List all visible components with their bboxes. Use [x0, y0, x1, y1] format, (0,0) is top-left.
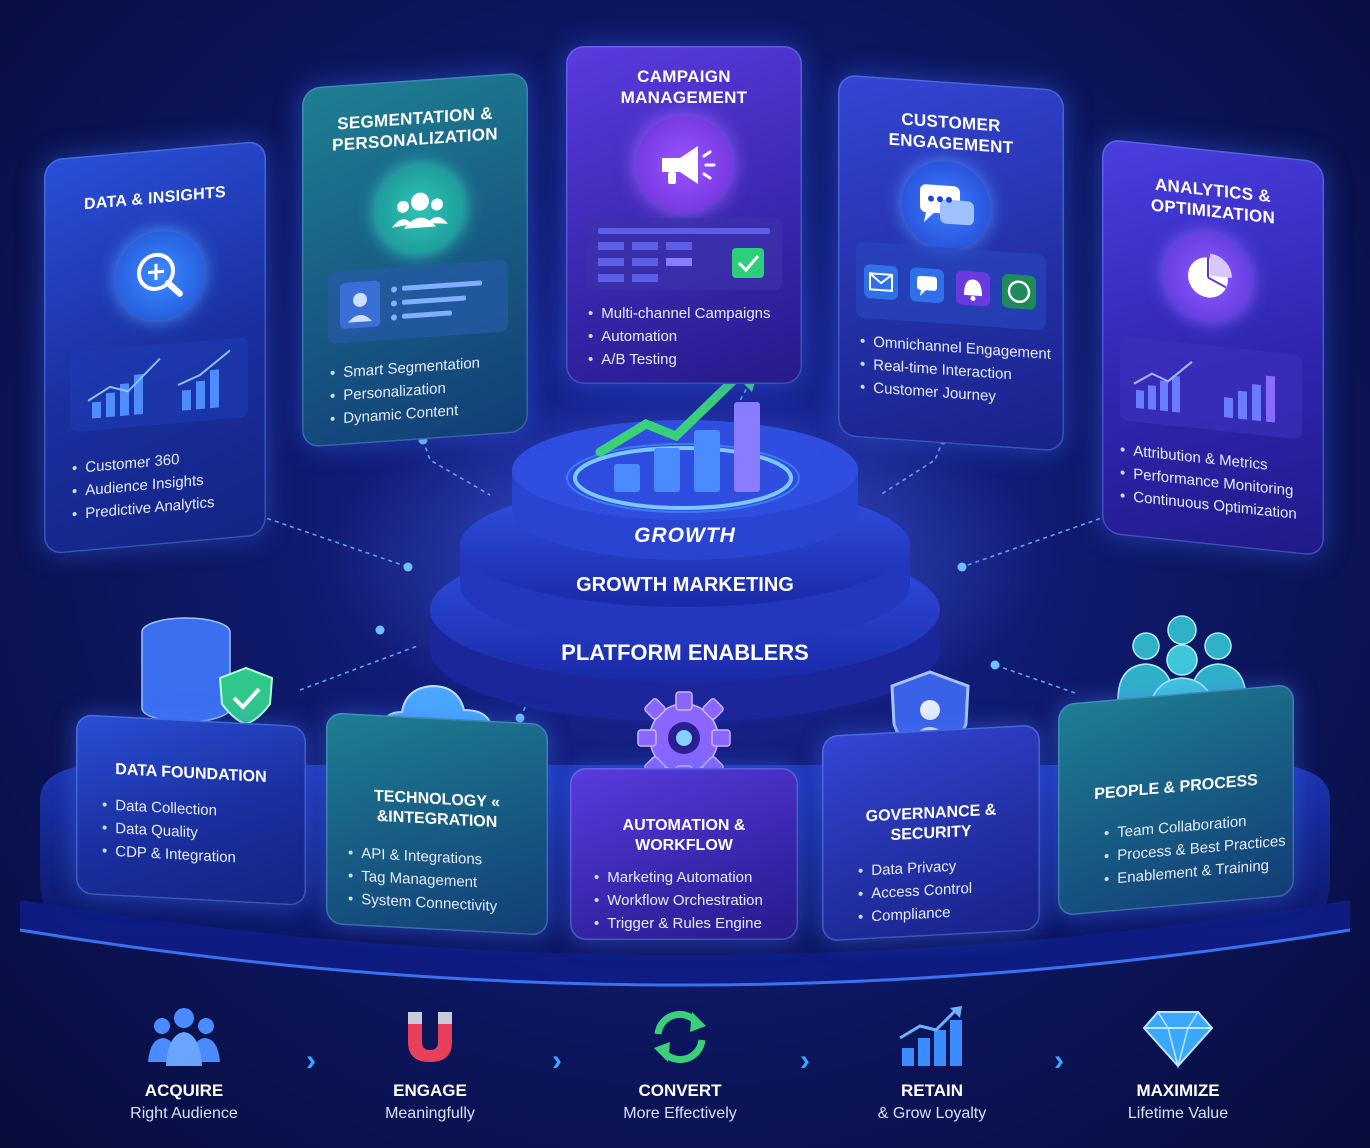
enabler-title: People & Process — [1094, 771, 1258, 804]
enabler-title: Data Foundation — [115, 761, 267, 786]
growth-marketing-label: GROWTH MARKETING — [576, 574, 794, 596]
enabler-people-process[interactable]: People & Process Team Collaboration Proc… — [1058, 683, 1294, 917]
people-group-icon — [376, 162, 464, 257]
stage-subtitle: Lifetime Value — [1127, 1105, 1229, 1122]
platform-enablers-label: PLATFORM ENABLERS — [561, 640, 809, 665]
stage-maximize[interactable]: MAXIMIZE Lifetime Value — [1078, 1004, 1278, 1123]
stage-subtitle: More Effectively — [623, 1105, 737, 1122]
analytics-bar-chart-icon — [1120, 336, 1302, 440]
campaign-table-icon — [586, 218, 782, 290]
pillar-campaign-management[interactable]: Campaign Management Multi-channel Campai… — [566, 46, 802, 384]
stage-subtitle: Right Audience — [130, 1105, 238, 1122]
bar-growth-icon — [899, 1006, 962, 1066]
growth-label: GROWTH — [634, 524, 736, 547]
chevron-right-icon: › — [1054, 1044, 1064, 1077]
pillar-title: Segmentation & Personalization — [332, 103, 498, 155]
list-item: Multi-channel Campaigns — [588, 302, 770, 325]
growth-arrow — [595, 367, 747, 457]
database-shield-icon — [136, 612, 276, 730]
enabler-technology-integration[interactable]: Technology « &Integration API & Integrat… — [326, 712, 548, 936]
stage-name: MAXIMIZE — [1136, 1081, 1220, 1100]
stage-subtitle: Meaningfully — [385, 1105, 475, 1122]
pillar-title: Customer Engagement — [888, 109, 1014, 158]
stage-name: RETAIN — [900, 1081, 963, 1100]
stage-name: CONVERT — [638, 1081, 722, 1100]
pillar-items: Customer 360 Audience Insights Predictiv… — [72, 445, 214, 526]
profile-card-icon — [328, 259, 508, 345]
pillar-title: Campaign Management — [620, 67, 748, 107]
pillar-data-insights[interactable]: Data & Insights Customer 360 Audience In… — [44, 140, 266, 555]
enabler-items: API & Integrations Tag Management System… — [348, 841, 497, 918]
growth-bar — [734, 402, 760, 492]
refresh-icon — [654, 1011, 706, 1063]
enabler-title: Governance & Security — [865, 801, 997, 845]
list-item: Automation — [588, 325, 771, 348]
pillar-items: Multi-channel Campaigns Automation A/B T… — [588, 302, 771, 371]
growth-bar — [694, 430, 720, 492]
chevron-right-icon: › — [552, 1044, 562, 1077]
list-item: A/B Testing — [588, 348, 771, 371]
stage-convert[interactable]: CONVERT More Effectively — [580, 1004, 780, 1123]
list-item: Workflow Orchestration — [594, 889, 763, 912]
megaphone-icon — [636, 116, 732, 212]
pillar-segmentation-personalization[interactable]: Segmentation & Personalization Smart Seg… — [302, 72, 528, 448]
list-item: Marketing Automation — [594, 866, 763, 889]
enabler-items: Marketing Automation Workflow Orchestrat… — [594, 866, 763, 935]
pillar-customer-engagement[interactable]: Customer Engagement Omnichannel Engageme… — [838, 74, 1064, 452]
enabler-title: Technology « &Integration — [374, 787, 500, 832]
enabler-data-foundation[interactable]: Data Foundation Data Collection Data Qua… — [76, 713, 306, 907]
stage-subtitle: & Grow Loyalty — [877, 1105, 987, 1122]
channel-icons-panel — [856, 241, 1046, 331]
pie-chart-icon — [1164, 228, 1252, 327]
mini-bar-chart-icon — [70, 336, 248, 433]
pillar-items: Attribution & Metrics Performance Monito… — [1120, 438, 1296, 526]
pillar-items: Omnichannel Engagement Real-time Interac… — [860, 330, 1051, 412]
enabler-items: Data Collection Data Quality CDP & Integ… — [102, 793, 236, 869]
magnet-icon — [408, 1012, 452, 1062]
chat-bubbles-icon — [902, 158, 990, 253]
magnify-plus-icon — [116, 227, 204, 324]
pillar-analytics-optimization[interactable]: Analytics & Optimization Attribution & M… — [1102, 138, 1324, 557]
pillar-title: Data & Insights — [84, 183, 226, 214]
stage-retain[interactable]: RETAIN & Grow Loyalty — [832, 1004, 1032, 1123]
list-item: Compliance — [858, 900, 972, 929]
people-icon — [148, 1008, 220, 1066]
enabler-items: Data Privacy Access Control Compliance — [858, 854, 972, 929]
list-item: Trigger & Rules Engine — [594, 912, 763, 935]
stage-name: ACQUIRE — [144, 1081, 224, 1100]
enabler-governance-security[interactable]: Governance & Security Data Privacy Acces… — [822, 724, 1040, 942]
enabler-items: Team Collaboration Process & Best Practi… — [1104, 806, 1285, 891]
pillar-items: Smart Segmentation Personalization Dynam… — [330, 351, 480, 430]
enabler-title: Automation & Workflow — [622, 817, 746, 854]
growth-bar — [614, 464, 640, 492]
gear-icon — [632, 686, 736, 790]
pillar-title: Analytics & Optimization — [1150, 174, 1276, 228]
stage-name: ENGAGE — [393, 1081, 467, 1100]
diamond-icon — [1142, 1011, 1214, 1069]
enabler-automation-workflow[interactable]: Automation & Workflow Marketing Automati… — [570, 768, 798, 940]
chevron-right-icon: › — [306, 1044, 316, 1077]
stage-engage[interactable]: ENGAGE Meaningfully — [330, 1004, 530, 1123]
chevron-right-icon: › — [800, 1044, 810, 1077]
growth-bar — [654, 448, 680, 492]
stage-acquire[interactable]: ACQUIRE Right Audience — [84, 1004, 284, 1123]
